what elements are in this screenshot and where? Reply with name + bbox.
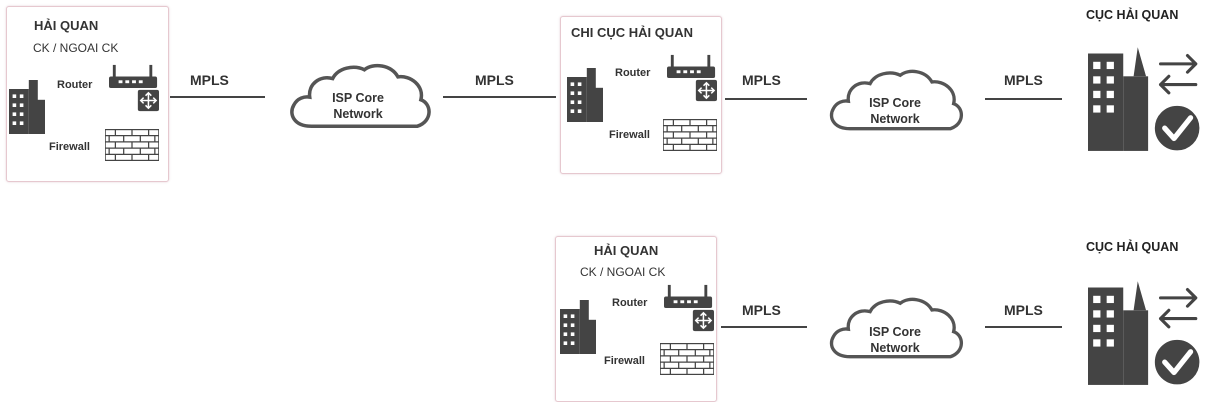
firewall-icon [105, 129, 159, 161]
site-subtitle: CK / NGOAI CK [33, 41, 119, 55]
router-label: Router [615, 67, 651, 79]
link-line [170, 96, 265, 98]
link-line [985, 98, 1062, 100]
cloud-line2: Network [870, 341, 920, 355]
mpls-label: MPLS [1004, 302, 1043, 318]
hq-building-icon [1088, 272, 1202, 388]
router-icon [665, 53, 719, 103]
site-box-chi-cuc: CHI CỤC HẢI QUAN Router Firewall [560, 16, 722, 174]
hq-building-icon [1088, 38, 1202, 154]
link-line [985, 326, 1062, 328]
site-subtitle: CK / NGOAI CK [580, 265, 666, 279]
hq-title: CỤC HẢI QUAN [1086, 8, 1179, 22]
firewall-label: Firewall [609, 129, 650, 141]
link-line [721, 326, 807, 328]
router-icon [107, 63, 161, 113]
hq-title: CỤC HẢI QUAN [1086, 240, 1179, 254]
link-line [725, 98, 807, 100]
router-label: Router [57, 79, 93, 91]
building-icon [567, 67, 603, 123]
mpls-label: MPLS [190, 72, 229, 88]
site-box-hai-quan-top: HẢI QUAN CK / NGOAI CK Router Firewall [6, 6, 169, 182]
building-icon [9, 79, 45, 135]
cloud-label: ISP Core Network [850, 95, 940, 127]
site-title: HẢI QUAN [34, 18, 99, 33]
site-title: HẢI QUAN [594, 243, 659, 258]
cloud-label: ISP Core Network [850, 324, 940, 356]
cloud-line1: ISP Core [869, 96, 921, 110]
mpls-label: MPLS [742, 302, 781, 318]
site-title: CHI CỤC HẢI QUAN [571, 25, 694, 40]
cloud-label: ISP Core Network [313, 90, 403, 122]
cloud-line1: ISP Core [332, 91, 384, 105]
router-icon [662, 283, 716, 333]
firewall-icon [660, 343, 714, 375]
link-line [443, 96, 556, 98]
cloud-line2: Network [870, 112, 920, 126]
firewall-label: Firewall [49, 141, 90, 153]
firewall-label: Firewall [604, 355, 645, 367]
building-icon [560, 299, 596, 355]
mpls-label: MPLS [742, 72, 781, 88]
mpls-label: MPLS [475, 72, 514, 88]
cloud-line2: Network [333, 107, 383, 121]
site-box-hai-quan-bottom: HẢI QUAN CK / NGOAI CK Router Firewall [555, 236, 717, 402]
mpls-label: MPLS [1004, 72, 1043, 88]
cloud-line1: ISP Core [869, 325, 921, 339]
firewall-icon [663, 119, 717, 151]
router-label: Router [612, 297, 648, 309]
